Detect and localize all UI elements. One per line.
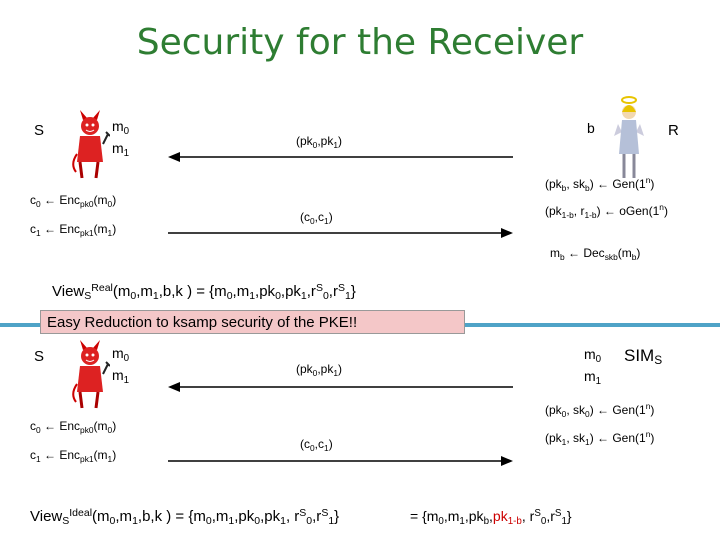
simulator-label: SIMS bbox=[624, 346, 663, 367]
sender-label: S bbox=[34, 122, 45, 139]
arrow-left-pk bbox=[168, 152, 513, 162]
msg-ciphertexts-ideal: (c0,c1) bbox=[300, 437, 333, 453]
reduction-note: Easy Reduction to ksamp security of the … bbox=[47, 314, 358, 331]
receiver-ogen: (pk1-b, r1-b) ← oGen(1n) bbox=[545, 202, 668, 220]
view-ideal-equivalent: = {m0,m1,pkb,pk1-b, rS0,rS1} bbox=[410, 508, 572, 527]
sender-m1: m1 bbox=[112, 140, 130, 159]
sender-m0-ideal: m0 bbox=[112, 345, 130, 364]
sim-gen1: (pk1, sk1) ← Gen(1n) bbox=[545, 429, 655, 447]
receiver-decrypt: mb ← Decskb(mb) bbox=[550, 246, 641, 262]
angel-icon bbox=[614, 96, 644, 178]
sender-m1-ideal: m1 bbox=[112, 367, 130, 386]
sim-m0: m0 bbox=[584, 346, 602, 365]
sender-label-ideal: S bbox=[34, 348, 45, 365]
view-real: ViewSReal(m0,m1,b,k ) = {m0,m1,pk0,pk1,r… bbox=[52, 282, 356, 302]
msg-public-keys-ideal: (pk0,pk1) bbox=[296, 362, 343, 378]
arrow-right-ct bbox=[168, 228, 513, 238]
receiver-gen-b: (pkb, skb) ← Gen(1n) bbox=[545, 175, 655, 193]
msg-public-keys: (pk0,pk1) bbox=[296, 134, 343, 150]
devil-icon bbox=[72, 110, 110, 179]
enc-c0-ideal: c0 ← Encpk0(m0) bbox=[30, 419, 117, 435]
enc-c0: c0 ← Encpk0(m0) bbox=[30, 193, 117, 209]
reduction-note-box: Easy Reduction to ksamp security of the … bbox=[40, 310, 465, 334]
sim-gen0: (pk0, sk0) ← Gen(1n) bbox=[545, 401, 655, 419]
sim-m1: m1 bbox=[584, 368, 602, 387]
msg-ciphertexts: (c0,c1) bbox=[300, 210, 333, 226]
enc-c1-ideal: c1 ← Encpk1(m1) bbox=[30, 448, 117, 464]
devil-icon bbox=[72, 340, 110, 409]
sender-m0: m0 bbox=[112, 118, 130, 137]
enc-c1: c1 ← Encpk1(m1) bbox=[30, 222, 117, 238]
receiver-label: R bbox=[668, 122, 679, 139]
highlight-pk: pk1-b bbox=[492, 508, 522, 527]
slide-title: Security for the Receiver bbox=[136, 22, 584, 63]
receiver-bit: b bbox=[587, 120, 595, 136]
arrow-right-ct-ideal bbox=[168, 456, 513, 466]
view-ideal: ViewSIdeal(m0,m1,b,k ) = {m0,m1,pk0,pk1,… bbox=[30, 507, 340, 527]
arrow-left-pk-ideal bbox=[168, 382, 513, 392]
